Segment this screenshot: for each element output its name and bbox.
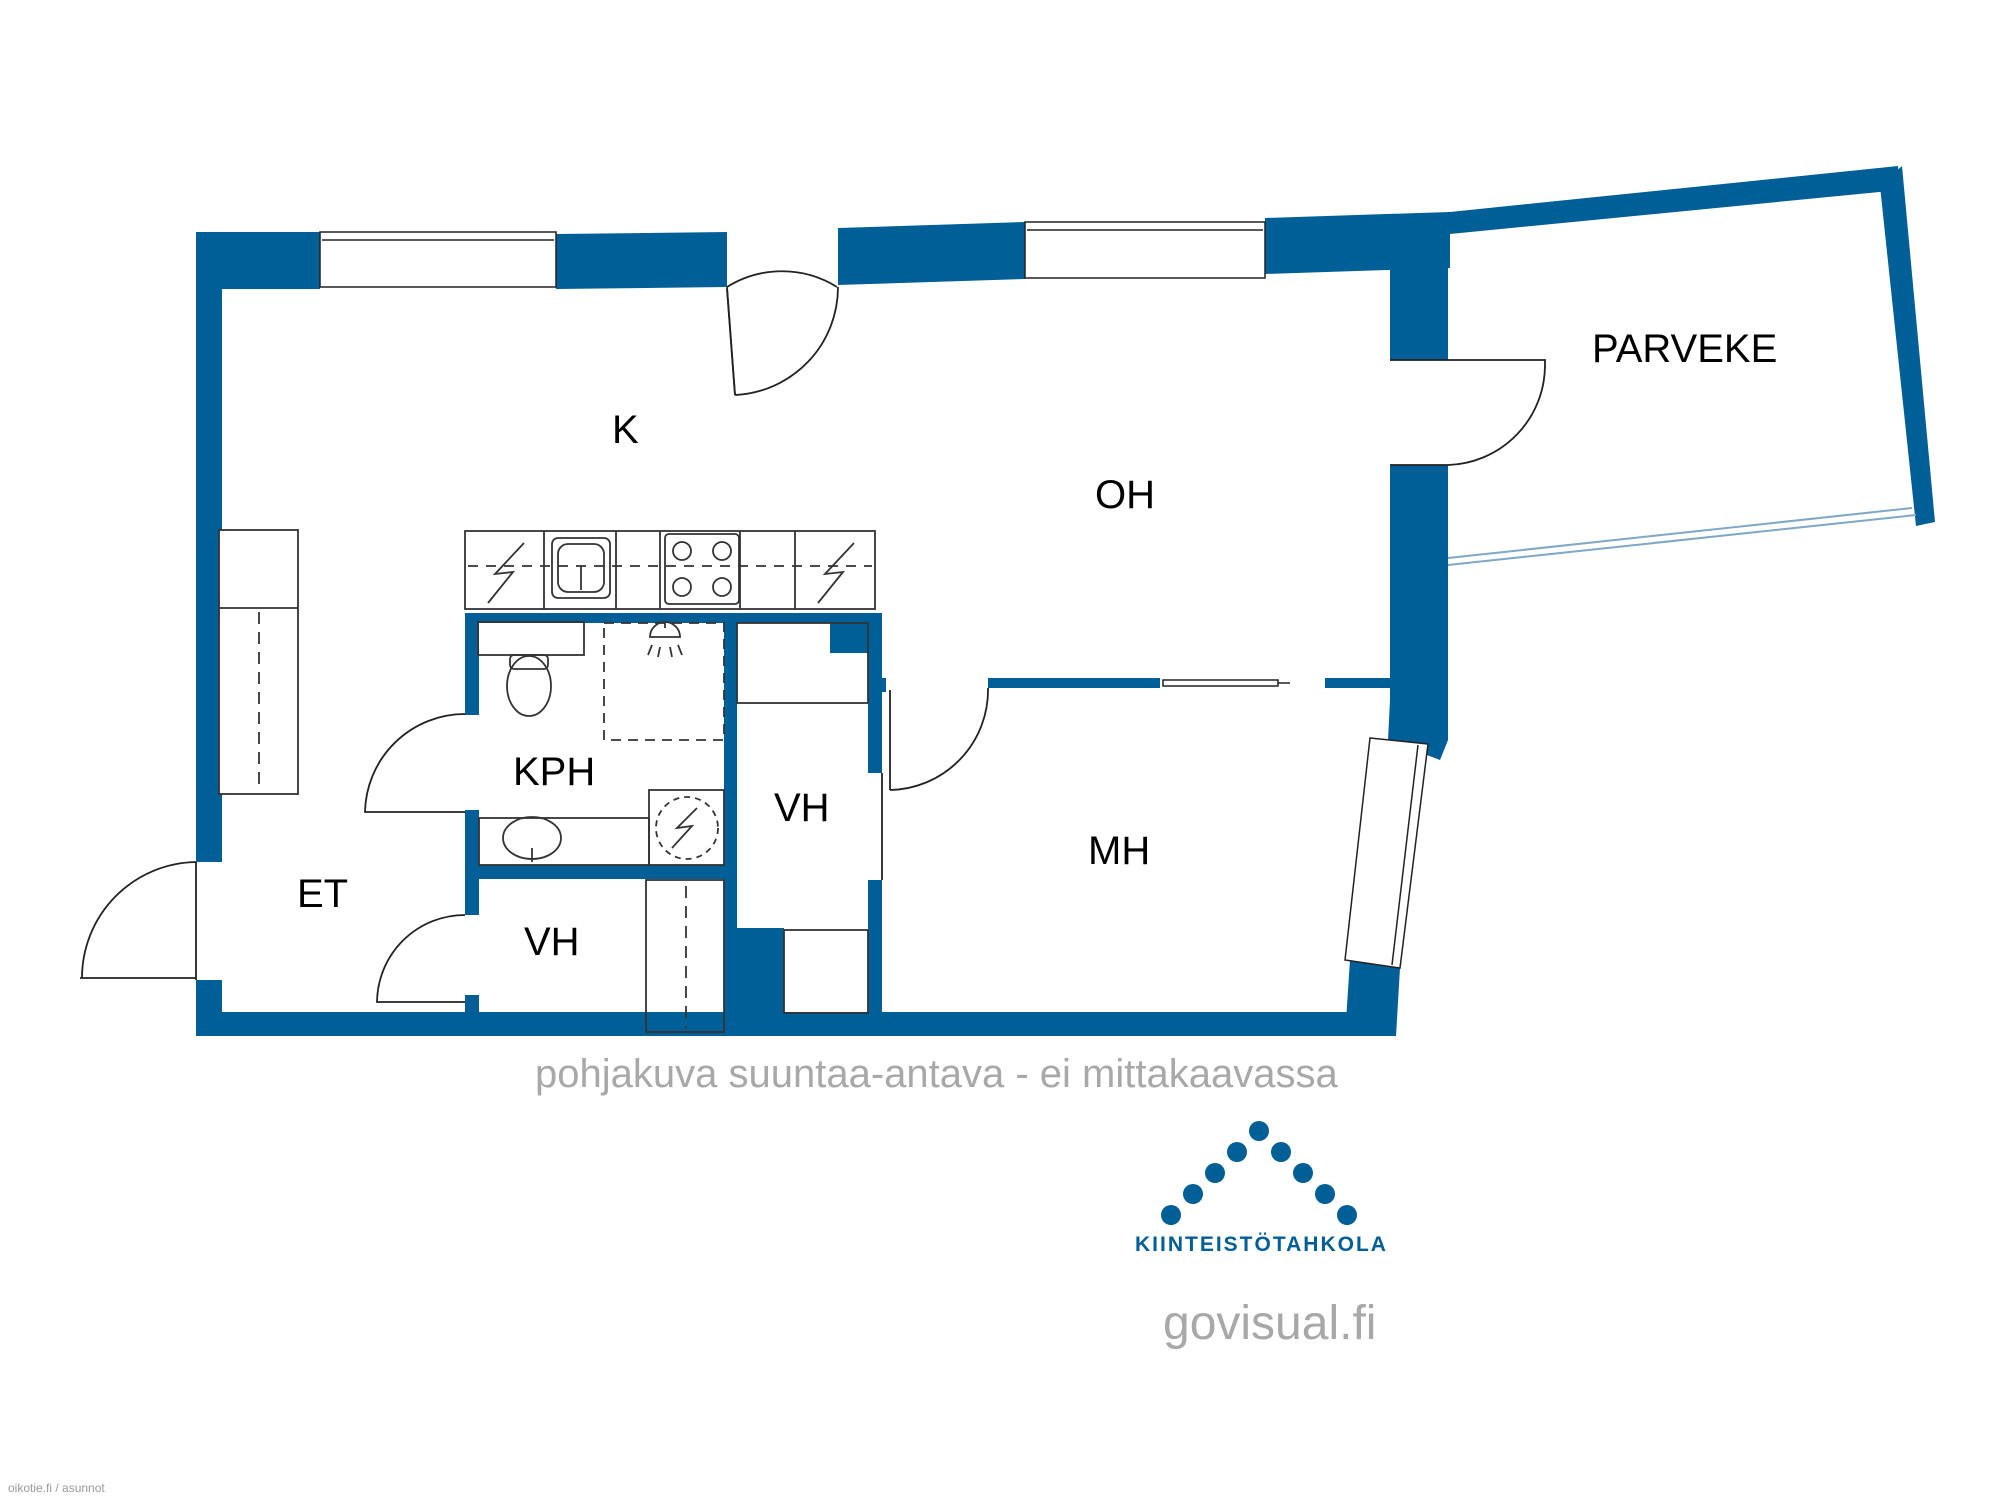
closet-lower (645, 879, 725, 1033)
wall-oh-right-lower (1390, 465, 1448, 740)
wall-top-kitchen-right (838, 222, 1025, 285)
toilet-tank (477, 621, 585, 656)
disclaimer-caption: pohjakuva suuntaa-antava - ei mittakaava… (535, 1052, 1338, 1096)
door-kph (364, 713, 466, 813)
wall-vh-right-upper (868, 613, 882, 773)
window-mh-right (1344, 737, 1429, 969)
door-entry (80, 861, 197, 980)
wall-vh-lower-left (465, 875, 479, 915)
wall-top-balcony (1450, 166, 1900, 234)
wall-mh-top (988, 678, 1160, 688)
doors (80, 270, 1546, 1003)
room-label-vh-2: VH (524, 920, 580, 964)
door-top (726, 270, 839, 396)
wall-mh-left-stub (868, 678, 886, 692)
wall-mh-right-bottom (1345, 960, 1400, 1036)
sliding-door-mh (1162, 679, 1290, 687)
wall-mh-top-right (1325, 678, 1390, 688)
door-vh-lower (376, 914, 466, 1003)
room-label-oh: OH (1095, 473, 1155, 517)
wall-top-mid (556, 232, 727, 289)
windows (319, 221, 1429, 969)
room-label-parveke: PARVEKE (1592, 327, 1777, 371)
wall-kph-left-lower (465, 810, 479, 870)
wall-vh-pillar (737, 928, 784, 1036)
wall-vh-right-lower (868, 880, 882, 1030)
wall-oh-right-upper (1390, 236, 1448, 360)
washer-icon (655, 796, 719, 860)
bathroom-counter (478, 817, 650, 866)
balcony-outline (1447, 507, 1917, 566)
room-label-kph: KPH (513, 750, 595, 794)
room-label-k: K (612, 408, 639, 452)
shower-area (603, 622, 725, 741)
room-label-mh: MH (1088, 829, 1150, 873)
room-labels: K OH PARVEKE KPH VH VH MH ET (297, 327, 1777, 964)
wall-kph-top (465, 613, 875, 623)
website-caption: govisual.fi (1163, 1297, 1377, 1350)
kitchen-counter (464, 530, 876, 610)
appliance-right-icon (817, 542, 855, 604)
wall-kph-right (724, 613, 737, 1033)
wall-balcony-right (1880, 166, 1935, 526)
toilet-icon (506, 655, 552, 717)
brand-name: KIINTEISTÖTAHKOLA (1135, 1233, 1388, 1256)
wall-vh-lower-left-b (465, 995, 479, 1035)
washer-box (648, 789, 725, 866)
stove-icon (664, 533, 740, 605)
footer-url: oikotie.fi / asunnot (8, 1481, 105, 1495)
room-label-vh-1: VH (774, 786, 830, 830)
wall-kph-left (465, 615, 479, 715)
wall-top-left (196, 232, 320, 289)
walls (196, 166, 1935, 1036)
kitchen-sink-icon (551, 537, 611, 599)
window-oh-top (1024, 221, 1266, 279)
shower-icon (647, 621, 683, 658)
window-kitchen-left (319, 231, 557, 288)
room-label-et: ET (297, 872, 348, 916)
door-mh (889, 687, 989, 791)
wall-kph-bottom (465, 865, 727, 879)
appliance-left-icon (487, 542, 525, 604)
closet-vh-top (736, 622, 869, 704)
door-balcony (1390, 359, 1546, 466)
wall-left (196, 232, 222, 862)
wall-bottom (196, 1012, 1396, 1036)
dotted-roof-logo-icon (1161, 1121, 1357, 1225)
fixtures (218, 529, 876, 1033)
closet-vh-bottom (783, 929, 869, 1014)
